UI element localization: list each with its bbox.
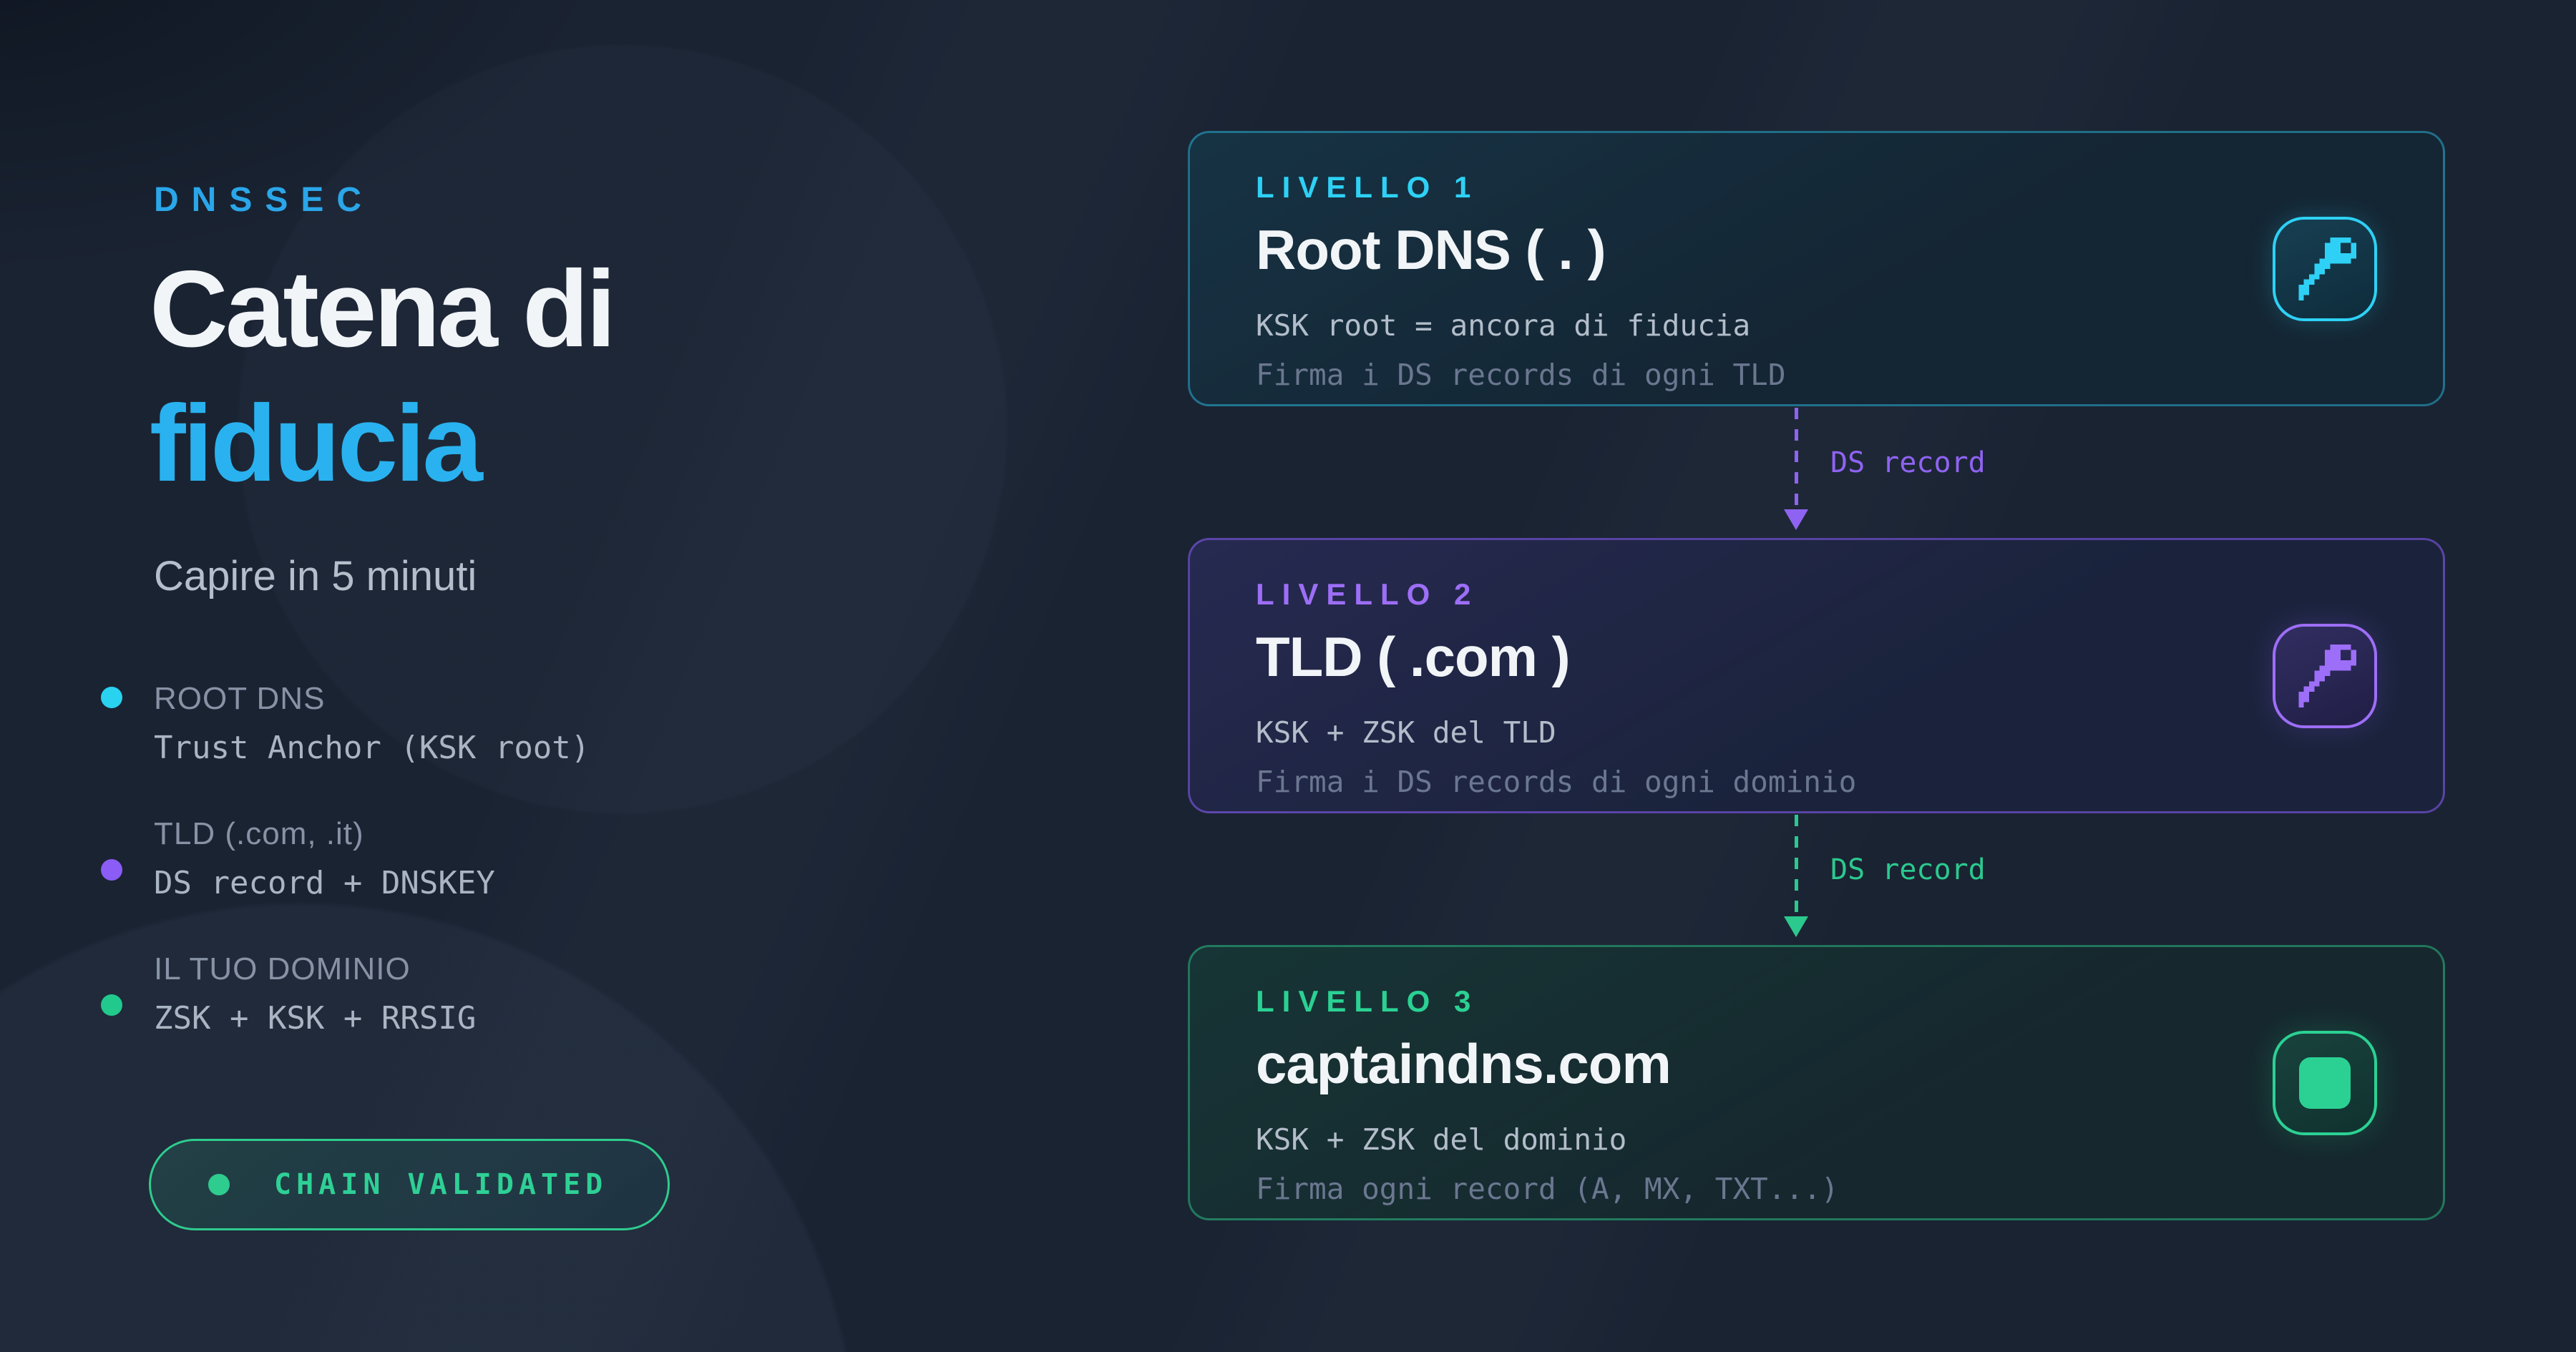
block-glyph xyxy=(2299,1057,2351,1109)
legend-item-detail: DS record + DNSKEY xyxy=(154,865,495,901)
page-subtitle: Capire in 5 minuti xyxy=(154,553,477,599)
page-title: Catena di fiducia xyxy=(150,242,616,511)
card-detail-line1: KSK + ZSK del dominio xyxy=(1256,1122,1627,1157)
legend-item-root-dns: ROOT DNS Trust Anchor (KSK root) xyxy=(101,681,590,766)
legend-item-your-domain: IL TUO DOMINIO ZSK + KSK + RRSIG xyxy=(101,951,590,1037)
legend-item-tld: TLD (.com, .it) DS record + DNSKEY xyxy=(101,816,590,901)
legend-item-label: IL TUO DOMINIO xyxy=(154,951,411,986)
trust-chain-flow: LIVELLO 1 Root DNS ( . ) KSK root = anco… xyxy=(1188,131,2445,1220)
dnssec-kicker: DNSSEC xyxy=(154,181,375,219)
legend-item-label: ROOT DNS xyxy=(154,681,326,716)
tld-key-icon xyxy=(2273,623,2377,728)
card-detail-line2: Firma ogni record (A, MX, TXT...) xyxy=(1256,1172,1839,1206)
ds-record-label: DS record xyxy=(1830,446,1986,479)
card-level-2-tld: LIVELLO 2 TLD ( .com ) KSK + ZSK del TLD… xyxy=(1188,538,2445,813)
arrow-down-icon xyxy=(1784,916,1808,937)
level-kicker: LIVELLO 2 xyxy=(1256,577,1479,611)
card-level-1-root-dns: LIVELLO 1 Root DNS ( . ) KSK root = anco… xyxy=(1188,131,2445,406)
page-title-line2: fiducia xyxy=(150,383,483,505)
chain-validated-label: CHAIN VALIDATED xyxy=(274,1168,608,1201)
card-detail-line2: Firma i DS records di ogni TLD xyxy=(1256,358,1786,392)
page-title-line1: Catena di xyxy=(150,248,616,370)
status-dot-icon xyxy=(208,1174,230,1195)
dashed-arrow-line xyxy=(1795,408,1798,509)
ksk-key-icon xyxy=(2273,216,2377,321)
card-detail-line1: KSK + ZSK del TLD xyxy=(1256,715,1556,750)
dashed-arrow-line xyxy=(1795,815,1798,916)
legend-item-detail: ZSK + KSK + RRSIG xyxy=(154,1000,477,1037)
card-detail-line2: Firma i DS records di ogni dominio xyxy=(1256,765,1857,799)
connector-tld-to-domain: DS record xyxy=(1188,813,2445,945)
green-bullet-dot-icon xyxy=(101,994,122,1016)
card-title: captaindns.com xyxy=(1256,1032,1672,1095)
level-kicker: LIVELLO 3 xyxy=(1256,984,1479,1018)
level-kicker: LIVELLO 1 xyxy=(1256,170,1479,204)
cyan-bullet-dot-icon xyxy=(101,687,122,708)
legend-item-detail: Trust Anchor (KSK root) xyxy=(154,730,590,766)
card-title: TLD ( .com ) xyxy=(1256,625,1571,688)
connector-root-to-tld: DS record xyxy=(1188,406,2445,538)
ds-record-label: DS record xyxy=(1830,853,1986,886)
card-level-3-domain: LIVELLO 3 captaindns.com KSK + ZSK del d… xyxy=(1188,945,2445,1220)
signed-zone-block-icon xyxy=(2273,1030,2377,1135)
card-title: Root DNS ( . ) xyxy=(1256,218,1606,281)
purple-bullet-dot-icon xyxy=(101,859,122,881)
chain-validated-badge: CHAIN VALIDATED xyxy=(149,1139,670,1230)
legend-item-label: TLD (.com, .it) xyxy=(154,816,364,851)
arrow-down-icon xyxy=(1784,509,1808,530)
intro-panel: DNSSEC Catena di fiducia Capire in 5 minu… xyxy=(101,0,1048,1352)
card-detail-line1: KSK root = ancora di fiducia xyxy=(1256,308,1751,343)
legend-list: ROOT DNS Trust Anchor (KSK root) TLD (.c… xyxy=(101,681,590,1087)
